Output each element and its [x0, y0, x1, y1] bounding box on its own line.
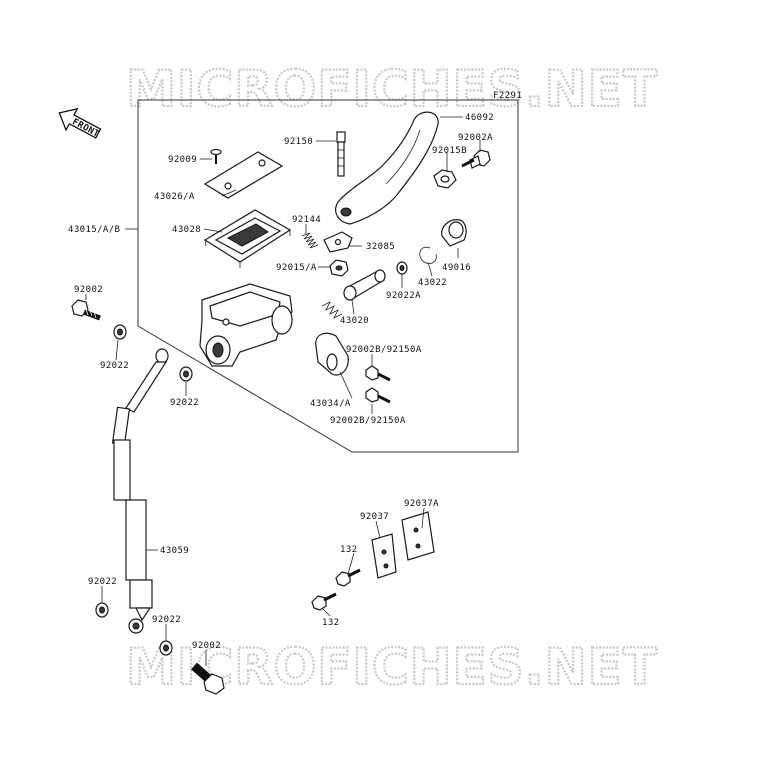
label-132-upper: 132 [340, 545, 357, 555]
label-92037A: 92037A [404, 499, 439, 509]
plate-92037A [401, 511, 435, 561]
label-43028: 43028 [172, 225, 201, 235]
washer-92022-b-icon [179, 366, 193, 382]
label-92144: 92144 [292, 215, 321, 225]
brake-lever [335, 111, 439, 225]
front-arrow-icon: FRONT [58, 107, 102, 140]
label-43015AB: 43015/A/B [68, 225, 120, 235]
bolt-132-lower-icon [311, 592, 337, 611]
washer-92022-a-icon [113, 324, 127, 340]
label-92150: 92150 [284, 137, 313, 147]
bolt-132-upper-icon [335, 568, 361, 587]
part-labels: 46092 92150 92002A 92015B 92009 43026/A … [68, 113, 494, 651]
assembly-frame [137, 99, 519, 453]
label-92002A: 92002A [458, 133, 493, 143]
washer-92022-d-icon [159, 640, 173, 656]
label-92002-top: 92002 [74, 285, 103, 295]
piston-assembly-43020 [321, 269, 386, 319]
label-92002-bottom: 92002 [192, 641, 221, 651]
nut-92015A-icon [329, 259, 349, 277]
label-43034A: 43034/A [310, 399, 351, 409]
label-92009: 92009 [168, 155, 197, 165]
label-92037: 92037 [360, 512, 389, 522]
label-92015B: 92015B [432, 146, 467, 156]
label-49016: 49016 [442, 263, 471, 273]
label-92002B-lower: 92002B/92150A [330, 416, 406, 426]
boot-49016-icon [441, 219, 467, 247]
label-92022-d: 92022 [152, 615, 181, 625]
label-43026A: 43026/A [154, 192, 195, 202]
spring-92144-icon [301, 232, 319, 249]
master-cylinder-body [199, 283, 293, 367]
label-46092: 46092 [465, 113, 494, 123]
washer-92022-c-icon [95, 602, 109, 618]
label-43020: 43020 [340, 316, 369, 326]
diagram-code: F2291 [493, 91, 522, 101]
label-92022-a: 92022 [100, 361, 129, 371]
bolt-92002B-lower-icon [365, 387, 391, 404]
screw-92009-icon [210, 148, 222, 164]
leader-lines [85, 116, 481, 666]
label-43022: 43022 [418, 278, 447, 288]
plate-92037 [371, 533, 397, 579]
bolt-92002B-upper-icon [365, 365, 391, 382]
label-132-lower: 132 [322, 618, 339, 628]
label-92022A: 92022A [386, 291, 421, 301]
bolt-92150-icon [336, 131, 346, 177]
nut-92015B-icon [433, 169, 457, 189]
diaphragm [203, 209, 292, 268]
reservoir-cap [203, 151, 284, 199]
label-92002B-upper: 92002B/92150A [346, 345, 422, 355]
banjo-bolt-bottom-icon [191, 662, 225, 695]
banjo-bolt-top-icon [71, 299, 101, 321]
washer-92022A-icon [396, 261, 408, 275]
label-92022-b: 92022 [170, 398, 199, 408]
brake-hose-43059 [111, 348, 169, 634]
label-32085: 32085 [366, 242, 395, 252]
watermark-top: MICROFICHES.NET [126, 60, 658, 118]
clamp-43034A [315, 332, 349, 376]
label-92015A: 92015/A [276, 263, 317, 273]
label-43059: 43059 [160, 546, 189, 556]
circlip-43022-icon [419, 246, 437, 264]
bracket-32085-icon [323, 231, 353, 253]
label-92022-c: 92022 [88, 577, 117, 587]
